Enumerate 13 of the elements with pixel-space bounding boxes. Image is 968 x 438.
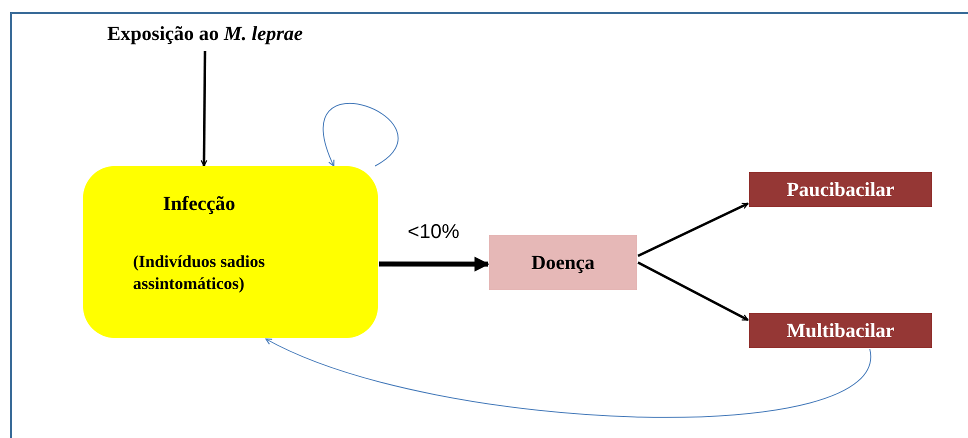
process-box: Doença: [489, 235, 637, 290]
process-box: [83, 166, 378, 338]
outcome-box: Paucibacilar: [749, 172, 932, 207]
arrow: [637, 261, 749, 322]
node-heading: Infecção: [163, 192, 236, 217]
node-body: (Indivíduos sadios assintomáticos): [133, 251, 266, 296]
arrow: [265, 338, 870, 418]
arrow: [637, 202, 749, 258]
arrow: [200, 50, 208, 167]
source-text: Exposição ao M. leprae: [60, 18, 350, 50]
outcome-box: Multibacilar: [749, 313, 932, 348]
arrow: [379, 256, 490, 272]
arrow: [323, 102, 398, 167]
